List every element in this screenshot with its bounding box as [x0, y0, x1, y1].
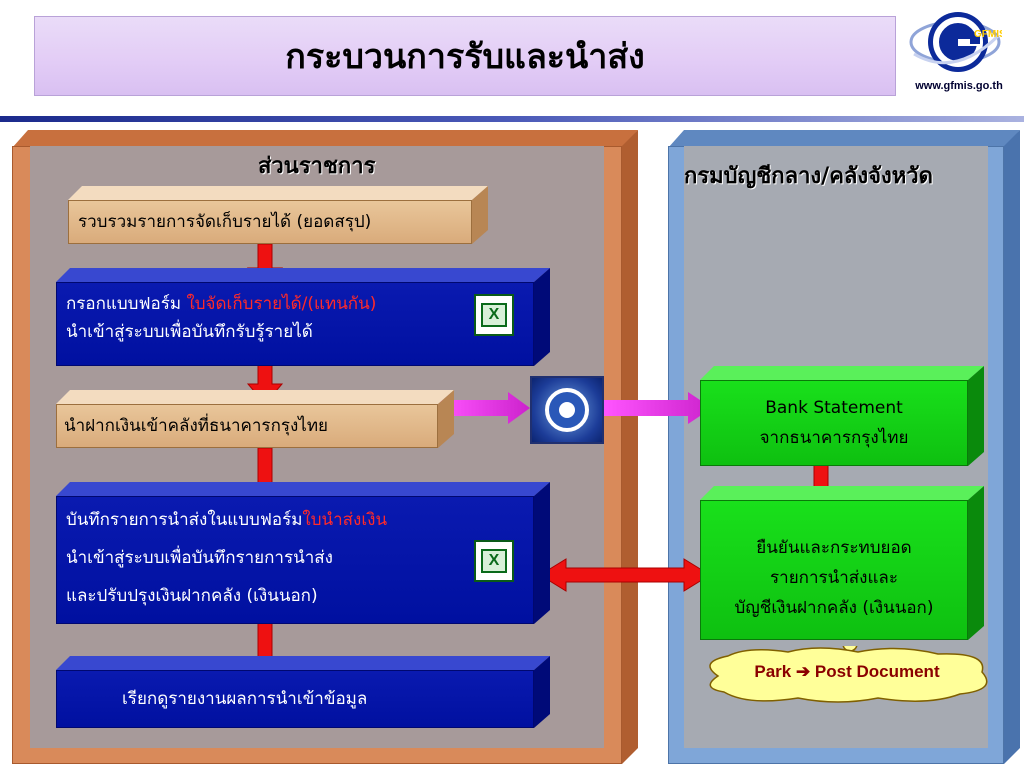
reconcile-line1: ยืนยันและกระทบยอด — [756, 538, 912, 558]
left-panel-side — [622, 130, 638, 764]
right-panel-side — [1004, 130, 1020, 764]
left-panel-top — [12, 130, 638, 148]
krungthai-bank-logo — [530, 376, 604, 444]
step-collect-revenue-text: รวบรวมรายการจัดเก็บรายได้ (ยอดสรุป) — [78, 212, 372, 232]
gfmis-logo: GFMIS — [909, 12, 1002, 72]
reconcile-box: ยืนยันและกระทบยอด รายการนำส่งและ บัญชีเง… — [700, 500, 984, 640]
magenta-arrow-1 — [440, 392, 530, 424]
remittance-form-highlight: ใบนำส่งเงิน — [302, 510, 388, 530]
step-fill-form: กรอกแบบฟอร์ม ใบจัดเก็บรายได้/(แทนกัน) นำ… — [56, 282, 550, 366]
title-banner: กระบวนการรับและนำส่ง — [34, 16, 896, 96]
bank-statement-line1: Bank Statement — [765, 398, 903, 418]
park-post-callout — [709, 646, 988, 703]
step-record-line1: บันทึกรายการนำส่งในแบบฟอร์มใบนำส่งเงิน — [66, 510, 388, 530]
left-panel-heading: ส่วนราชการ — [258, 154, 376, 179]
page-title: กระบวนการรับและนำส่ง — [285, 37, 645, 77]
step-record-remittance: บันทึกรายการนำส่งในแบบฟอร์มใบนำส่งเงิน น… — [56, 496, 550, 624]
step-fill-form-line2: นำเข้าสู่ระบบเพื่อบันทึกรับรู้รายได้ — [66, 322, 313, 342]
magenta-arrow-2 — [604, 392, 712, 424]
step-record-line2: นำเข้าสู่ระบบเพื่อบันทึกรายการนำส่ง — [66, 548, 333, 568]
excel-icon[interactable]: X — [474, 294, 514, 336]
step-deposit-text: นำฝากเงินเข้าคลังที่ธนาคารกรุงไทย — [64, 416, 329, 436]
website-url: www.gfmis.go.th — [915, 80, 1003, 92]
step-collect-revenue: รวบรวมรายการจัดเก็บรายได้ (ยอดสรุป) — [68, 200, 488, 244]
reconcile-line3: บัญชีเงินฝากคลัง (เงินนอก) — [734, 598, 934, 618]
bank-statement-box: Bank Statement จากธนาคารกรุงไทย — [700, 380, 984, 466]
excel-icon[interactable]: X — [474, 540, 514, 582]
step-deposit: นำฝากเงินเข้าคลังที่ธนาคารกรุงไทย — [56, 404, 454, 448]
park-post-text: Park ➔ Post Document — [754, 662, 940, 681]
bank-statement-line2: จากธนาคารกรุงไทย — [759, 428, 909, 448]
double-arrow — [539, 558, 711, 592]
right-panel-heading: กรมบัญชีกลาง/คลังจังหวัด — [684, 164, 933, 189]
step-fill-form-line1: กรอกแบบฟอร์ม ใบจัดเก็บรายได้/(แทนกัน) — [66, 294, 377, 314]
reconcile-line2: รายการนำส่งและ — [770, 568, 898, 588]
step-record-line3: และปรับปรุงเงินฝากคลัง (เงินนอก) — [66, 586, 318, 606]
gfmis-logo-text: GFMIS — [974, 29, 1002, 40]
header-divider — [0, 116, 1024, 122]
step-view-report: เรียกดูรายงานผลการนำเข้าข้อมูล — [56, 670, 550, 728]
right-panel-top — [668, 130, 1020, 148]
form-name-highlight: ใบจัดเก็บรายได้/(แทนกัน) — [186, 294, 377, 314]
step-view-report-text: เรียกดูรายงานผลการนำเข้าข้อมูล — [122, 689, 368, 709]
